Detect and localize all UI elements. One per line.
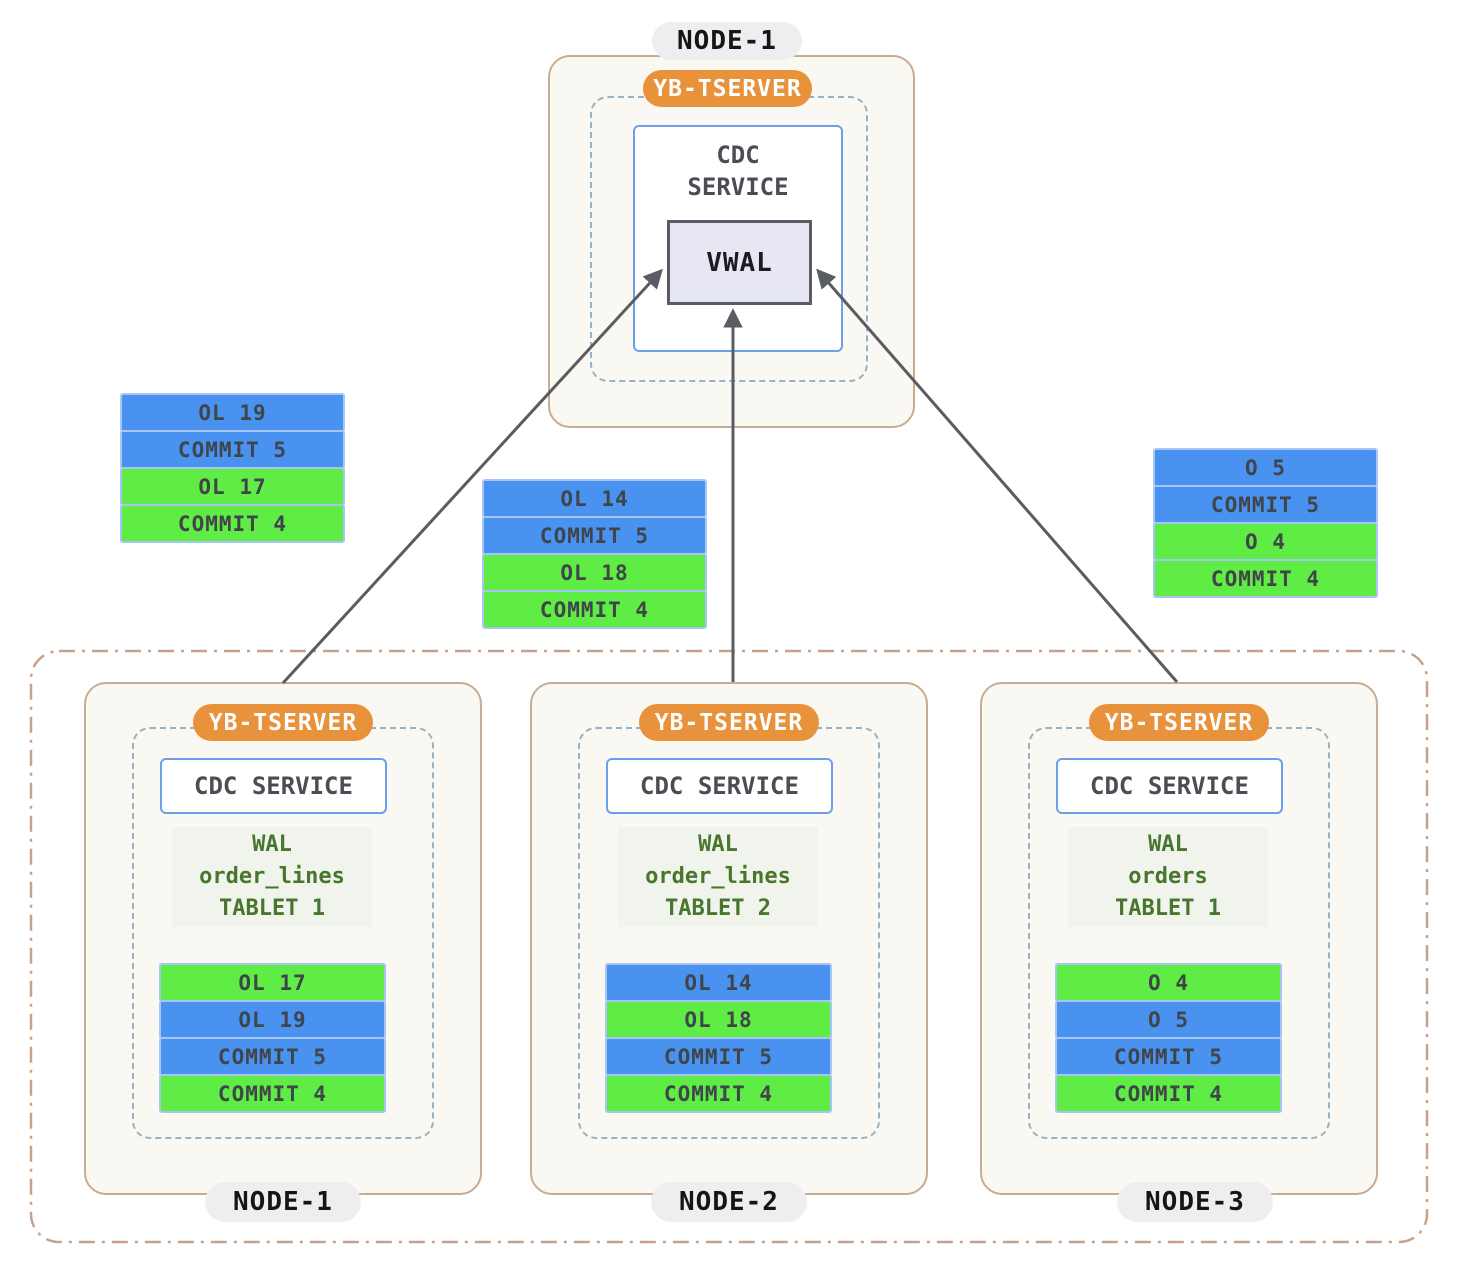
node2-wal-stack: OL 14 OL 18 COMMIT 5 COMMIT 4 (605, 963, 832, 1113)
floating-stack-node3: O 5 COMMIT 5 O 4 COMMIT 4 (1153, 448, 1378, 598)
wal-record: OL 19 (120, 393, 345, 432)
node1-cdc-service-box: CDC SERVICE (160, 758, 387, 814)
node3-wal-box: WAL orders TABLET 1 (1068, 827, 1268, 927)
node3-wal-title: WAL (1148, 832, 1188, 858)
node2-wal-box: WAL order_lines TABLET 2 (618, 827, 818, 927)
node1-wal-tablet: TABLET 1 (219, 895, 325, 921)
wal-record: COMMIT 5 (1055, 1037, 1282, 1076)
node2-wal-tablet: TABLET 2 (665, 895, 771, 921)
wal-record: O 5 (1055, 1000, 1282, 1039)
node3-cdc-service-label: CDC SERVICE (1090, 772, 1249, 800)
top-node-label: NODE-1 (652, 22, 802, 60)
node1-wal-table: order_lines (199, 864, 345, 890)
wal-record: COMMIT 4 (605, 1074, 832, 1113)
node3-wal-stack: O 4 O 5 COMMIT 5 COMMIT 4 (1055, 963, 1282, 1113)
node3-wal-tablet: TABLET 1 (1115, 895, 1221, 921)
node2-yb-tserver-badge: YB-TSERVER (639, 704, 819, 741)
wal-record: O 4 (1055, 963, 1282, 1002)
node3-wal-table: orders (1128, 864, 1208, 890)
node1-label: NODE-1 (205, 1182, 361, 1222)
wal-record: COMMIT 5 (120, 430, 345, 469)
node2-cdc-service-label: CDC SERVICE (640, 772, 799, 800)
top-cdc-service-box: CDC SERVICE VWAL (633, 125, 843, 352)
node3-cdc-service-box: CDC SERVICE (1056, 758, 1283, 814)
wal-record: OL 14 (605, 963, 832, 1002)
node1-yb-tserver-badge: YB-TSERVER (193, 704, 373, 741)
wal-record: OL 14 (482, 479, 707, 518)
node1-wal-box: WAL order_lines TABLET 1 (172, 827, 372, 927)
wal-record: COMMIT 5 (482, 516, 707, 555)
wal-record: OL 18 (482, 553, 707, 592)
node2-cdc-service-box: CDC SERVICE (606, 758, 833, 814)
wal-record: COMMIT 4 (1153, 559, 1378, 598)
floating-stack-node2: OL 14 COMMIT 5 OL 18 COMMIT 4 (482, 479, 707, 629)
wal-record: COMMIT 5 (605, 1037, 832, 1076)
wal-record: COMMIT 4 (482, 590, 707, 629)
wal-record: COMMIT 4 (1055, 1074, 1282, 1113)
node1-wal-stack: OL 17 OL 19 COMMIT 5 COMMIT 4 (159, 963, 386, 1113)
wal-record: O 4 (1153, 522, 1378, 561)
wal-record: COMMIT 5 (1153, 485, 1378, 524)
node2-wal-table: order_lines (645, 864, 791, 890)
node3-label: NODE-3 (1117, 1182, 1273, 1222)
wal-record: OL 17 (120, 467, 345, 506)
node1-cdc-service-label: CDC SERVICE (194, 772, 353, 800)
top-yb-tserver-badge: YB-TSERVER (643, 70, 812, 107)
wal-record: COMMIT 5 (159, 1037, 386, 1076)
vwal-box: VWAL (667, 220, 812, 305)
wal-record: OL 17 (159, 963, 386, 1002)
wal-record: OL 18 (605, 1000, 832, 1039)
top-cdc-service-label: CDC SERVICE (687, 141, 789, 202)
wal-record: OL 19 (159, 1000, 386, 1039)
node3-yb-tserver-badge: YB-TSERVER (1089, 704, 1269, 741)
wal-record: COMMIT 4 (159, 1074, 386, 1113)
wal-record: COMMIT 4 (120, 504, 345, 543)
node2-wal-title: WAL (698, 832, 738, 858)
node2-label: NODE-2 (651, 1182, 807, 1222)
node1-wal-title: WAL (252, 832, 292, 858)
floating-stack-node1: OL 19 COMMIT 5 OL 17 COMMIT 4 (120, 393, 345, 543)
wal-record: O 5 (1153, 448, 1378, 487)
